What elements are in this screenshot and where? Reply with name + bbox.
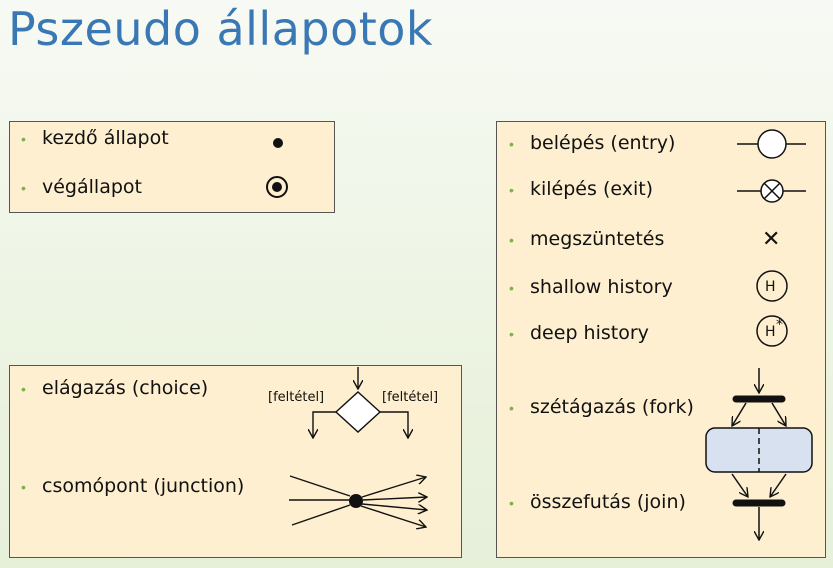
join-icon: [731, 473, 787, 540]
choice-label: elágazás (choice): [42, 377, 209, 399]
junction-icon: [289, 476, 427, 527]
choice-guard-left: [feltétel]: [268, 390, 325, 405]
bullet-icon: •: [509, 182, 514, 198]
bullet-icon: •: [509, 400, 514, 416]
entry-label: belépés (entry): [530, 132, 676, 154]
shallow-history-symbol: H: [765, 279, 776, 295]
shallow-history-label: shallow history: [530, 276, 673, 298]
entry-point-icon: [737, 129, 806, 159]
choice-junction-box: [9, 365, 462, 558]
join-label: összefutás (join): [530, 491, 686, 513]
terminate-label: megszüntetés: [530, 228, 665, 250]
bullet-icon: •: [21, 180, 26, 196]
bullet-icon: •: [21, 479, 26, 495]
fork-icon: [732, 368, 786, 426]
concurrent-state-icon: [705, 427, 813, 473]
bullet-icon: •: [509, 326, 514, 342]
final-state-icon: [266, 176, 288, 198]
choice-icon: [313, 367, 408, 438]
terminate-icon: ✕: [762, 227, 781, 252]
bullet-icon: •: [509, 495, 514, 511]
deep-history-star: *: [776, 317, 783, 333]
junction-label: csomópont (junction): [42, 475, 245, 497]
choice-guard-right: [feltétel]: [382, 390, 439, 405]
deep-history-symbol: H: [765, 324, 776, 340]
exit-label: kilépés (exit): [530, 178, 654, 200]
deep-history-icon: [756, 315, 788, 347]
fork-label: szétágazás (fork): [530, 396, 694, 418]
initial-state-icon: [273, 138, 283, 148]
deep-history-label: deep history: [530, 322, 649, 344]
bullet-icon: •: [509, 136, 514, 152]
bullet-icon: •: [21, 381, 26, 397]
bullet-icon: •: [21, 131, 26, 147]
page-title: Pszeudo állapotok: [8, 2, 434, 56]
initial-final-box: [9, 121, 335, 213]
exit-point-icon: [737, 179, 806, 203]
initial-state-label: kezdő állapot: [42, 127, 169, 149]
final-state-label: végállapot: [42, 176, 142, 198]
bullet-icon: •: [509, 232, 514, 248]
bullet-icon: •: [509, 280, 514, 296]
shallow-history-icon: [756, 270, 788, 302]
